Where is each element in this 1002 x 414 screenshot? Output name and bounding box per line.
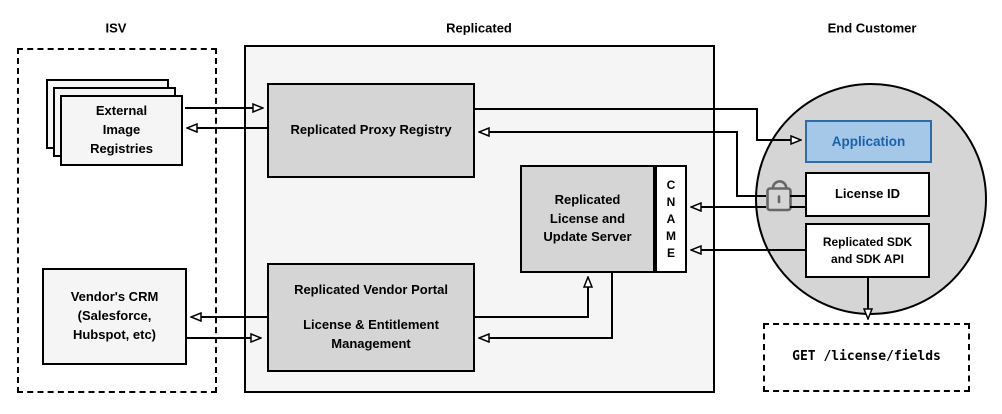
section-label-replicated: Replicated	[446, 20, 512, 36]
open-padlock-icon	[763, 179, 795, 214]
vendor-crm-node: Vendor's CRM (Salesforce, Hubspot, etc)	[42, 268, 187, 365]
get-license-fields-box: GET /license/fields	[763, 323, 970, 392]
vendor-portal-subtitle: License & Entitlement Management	[303, 317, 439, 351]
application-node: Application	[805, 120, 932, 163]
cname-node: C N A M E	[655, 165, 687, 273]
license-update-server-node: Replicated License and Update Server	[520, 165, 655, 273]
license-id-node: License ID	[805, 172, 930, 217]
proxy-registry-node: Replicated Proxy Registry	[267, 83, 475, 178]
replicated-sdk-node: Replicated SDK and SDK API	[805, 223, 930, 278]
external-image-registries-node: External Image Registries	[60, 95, 183, 166]
vendor-portal-title: Replicated Vendor Portal	[294, 282, 448, 298]
section-label-end-customer: End Customer	[827, 20, 917, 36]
vendor-portal-node: Replicated Vendor Portal License & Entit…	[267, 263, 475, 372]
section-label-isv: ISV	[105, 20, 127, 36]
